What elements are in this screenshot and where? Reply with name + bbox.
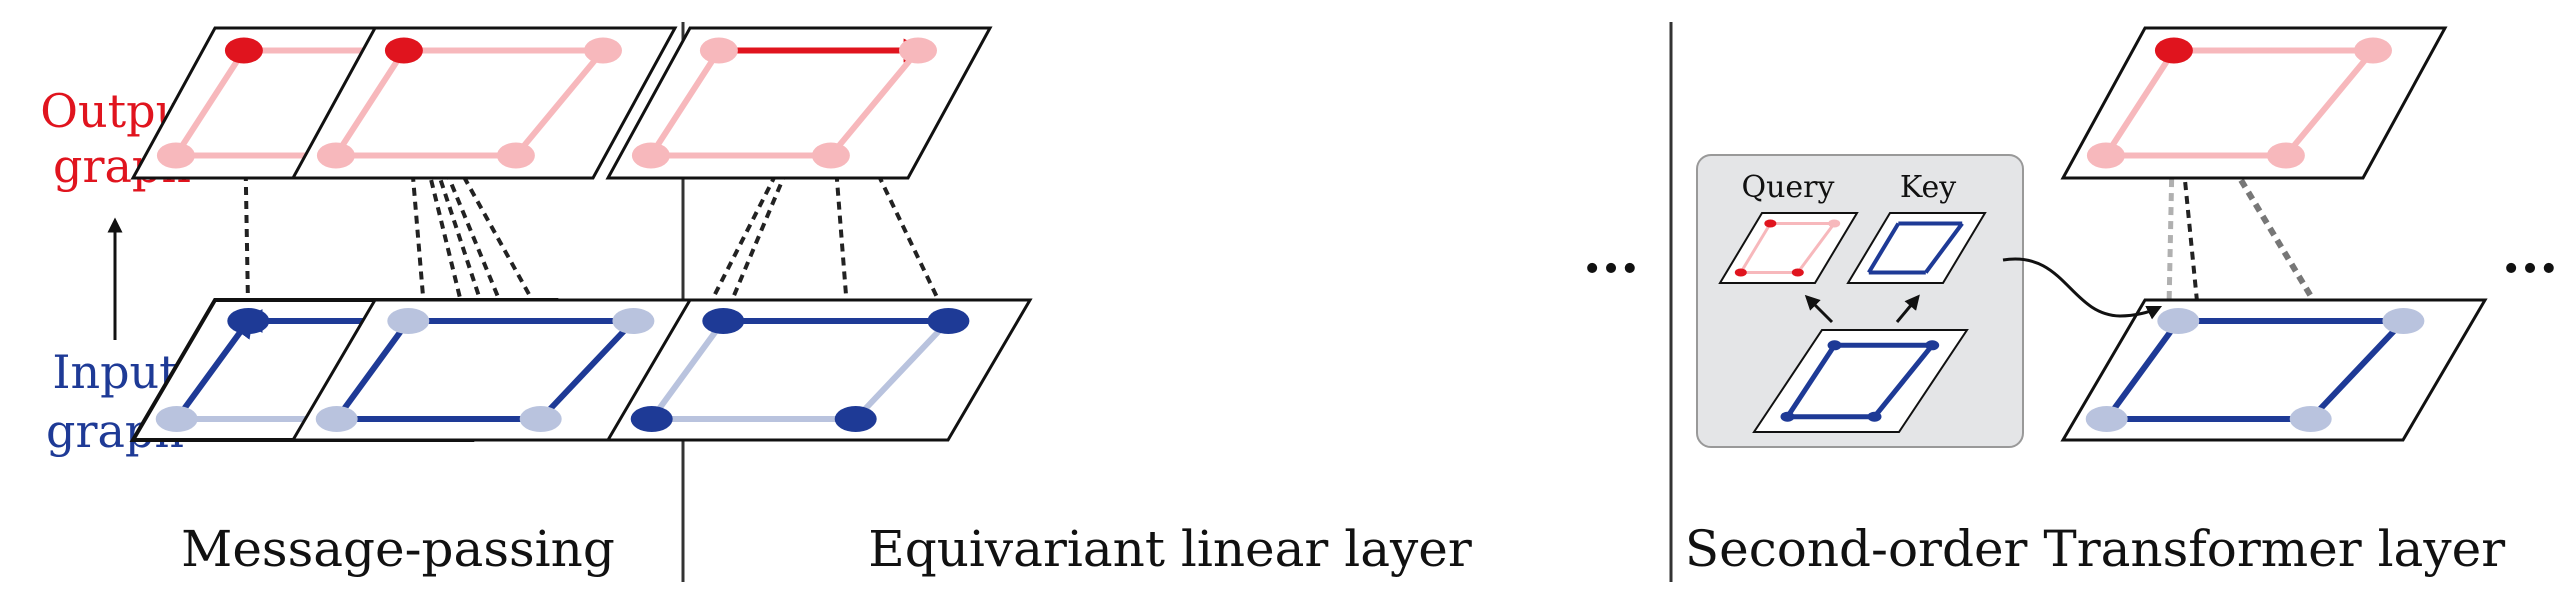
ellipsis-equivariant: ... [1583,221,1639,285]
dash-eq1-0 [399,62,489,322]
input-2-node-tr [612,308,655,334]
panel-input-node-tl [1827,340,1842,351]
input-graph-plane-2 [290,298,718,442]
input-1-edge-bl-tl [174,313,254,421]
curved-arrow-to-transformer [2002,257,2163,320]
output-2-edge-bl-tl [333,48,407,158]
input-1-node-bl [155,406,198,432]
output-1-edge-bl-tl [173,48,247,158]
query-node-bl [1734,268,1747,277]
panel-arrow-to-key [1895,294,1920,323]
panel-input-plane [1752,329,1969,433]
output-3-node-tr [899,37,937,64]
output-4-node-bl [2086,142,2125,169]
query-node-br [1791,268,1804,277]
input-graph-plane-4 [2060,298,2488,442]
key-edge-bl-tl [1867,222,1901,274]
query-plane [1718,212,1859,284]
output-plane-outline-3 [605,26,993,180]
output-3-node-tl [699,37,738,64]
caption-message-passing: Message-passing [181,520,615,578]
output-1-node-tl [224,37,263,64]
panel-arrow-to-query [1804,294,1834,324]
panel-input-edge-bl-tl [1785,343,1837,419]
output-3-edge-tr-br [828,48,921,158]
input-1-node-tl [227,308,270,334]
output-2-edge-tr-br [513,48,606,158]
output-2-node-tl [384,37,423,64]
key-plane [1846,212,1987,284]
input-4-node-bl [2085,406,2128,432]
output-1-node-bl [156,142,195,169]
output-plane-outline-2 [290,26,678,180]
input-4-node-tl [2157,308,2200,334]
panel-input-edge-tr-br [1872,343,1935,419]
input-2-edge-tr-br [538,318,636,422]
output-graph-plane-2 [290,26,678,180]
panel-input-node-br [1867,411,1882,422]
input-2-edge-bl-tl [334,319,411,421]
input-2-node-br [519,406,562,432]
query-key-panel: Query Key [1696,154,2024,448]
key-edge-tr-br [1924,222,1964,274]
query-edge-tr-br [1796,222,1836,274]
input-3-node-tl [702,308,745,334]
output-4-edge-tr-br [2283,48,2376,158]
input-4-node-tr [2382,308,2425,334]
key-label: Key [1900,170,1956,205]
output-4-edge-bl-tl [2103,48,2177,158]
output-3-edge-bl-tl [648,48,722,158]
query-node-tl [1764,219,1777,228]
panel-input-plane-outline [1752,329,1969,433]
output-2-node-bl [316,142,355,169]
input-4-edge-tr-br [2308,318,2406,422]
panel-planes [1718,212,1987,433]
query-label: Query [1742,170,1835,205]
caption-equivariant-linear-layer: Equivariant linear layer [868,520,1472,578]
panel-input-node-bl [1780,411,1795,422]
input-graph-label-line1: Input [52,345,178,399]
panel-input-node-tr [1925,340,1940,351]
input-3-node-tr [927,308,970,334]
input-4-edge-bl-tl [2104,319,2181,421]
output-plane-outline-4 [2060,26,2448,180]
input-3-edge-bl-tl [649,319,726,421]
caption-second-order-transformer-layer: Second-order Transformer layer [1685,520,2505,578]
input-3-node-br [834,406,877,432]
graph-planes [129,26,2488,442]
key-plane-outline [1846,212,1987,284]
output-4-node-br [2266,142,2305,169]
output-4-node-tl [2154,37,2193,64]
output-2-node-tr [584,37,622,64]
query-plane-outline [1718,212,1859,284]
dash-eq1-1 [400,62,526,361]
ellipsis-transformer: ... [2502,221,2558,285]
output-graph-plane-3 [605,26,993,180]
input-4-node-br [2289,406,2332,432]
query-node-tr [1828,219,1841,228]
output-3-node-br [811,142,850,169]
input-3-edge-tr-br [853,318,951,422]
query-edge-bl-tl [1739,222,1772,274]
input-2-node-bl [315,406,358,432]
output-4-node-tr [2354,37,2392,64]
output-graph-plane-4 [2060,26,2448,180]
output-3-node-bl [631,142,670,169]
output-2-node-br [496,142,535,169]
input-2-node-tl [387,308,430,334]
input-3-node-bl [630,406,673,432]
input-graph-plane-3 [605,298,1033,442]
